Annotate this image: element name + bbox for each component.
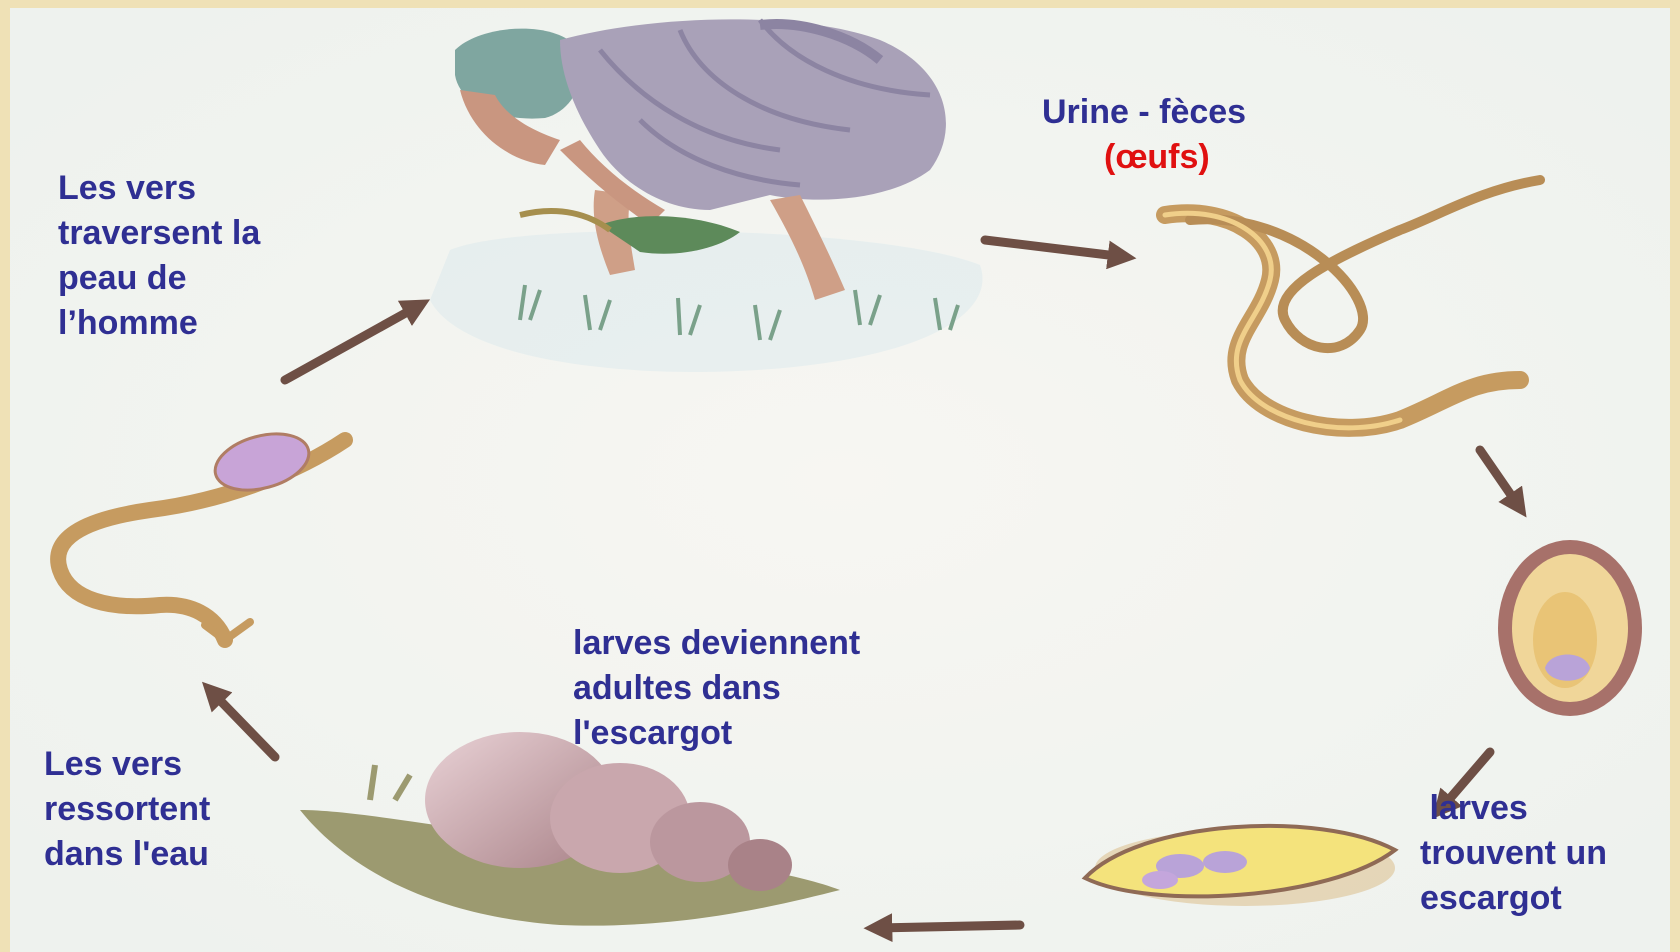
label-skin-penetration-line3: peau de — [58, 256, 260, 301]
label-larvae-find-snail-line1: larves — [1420, 786, 1607, 831]
label-urine-feces-line1: Urine - fèces — [1042, 90, 1246, 135]
arrow-to-snail — [875, 925, 1020, 928]
label-worms-exit-line3: dans l'eau — [44, 832, 210, 877]
label-skin-penetration-line4: l’homme — [58, 301, 260, 346]
label-larvae-find-snail: larves trouvent un escargot — [1420, 786, 1607, 921]
label-larvae-in-snail: larves deviennent adultes dans l'escargo… — [573, 621, 860, 756]
label-skin-penetration-line1: Les vers — [58, 166, 260, 211]
label-worms-exit-line1: Les vers — [44, 742, 210, 787]
label-larvae-in-snail-line3: l'escargot — [573, 711, 860, 756]
egg-with-larva — [1498, 540, 1642, 716]
label-larvae-in-snail-line1: larves deviennent — [573, 621, 860, 666]
label-larvae-find-snail-line3: escargot — [1420, 876, 1607, 921]
label-larvae-in-snail-line2: adultes dans — [573, 666, 860, 711]
label-eggs: (œufs) — [1042, 135, 1246, 180]
label-worms-exit-line2: ressortent — [44, 787, 210, 832]
label-worms-exit: Les vers ressortent dans l'eau — [44, 742, 210, 877]
label-larvae-find-snail-line2: trouvent un — [1420, 831, 1607, 876]
label-skin-penetration-line2: traversent la — [58, 211, 260, 256]
label-skin-penetration: Les vers traversent la peau de l’homme — [58, 166, 260, 346]
label-urine-feces: Urine - fèces (œufs) — [1042, 90, 1246, 180]
